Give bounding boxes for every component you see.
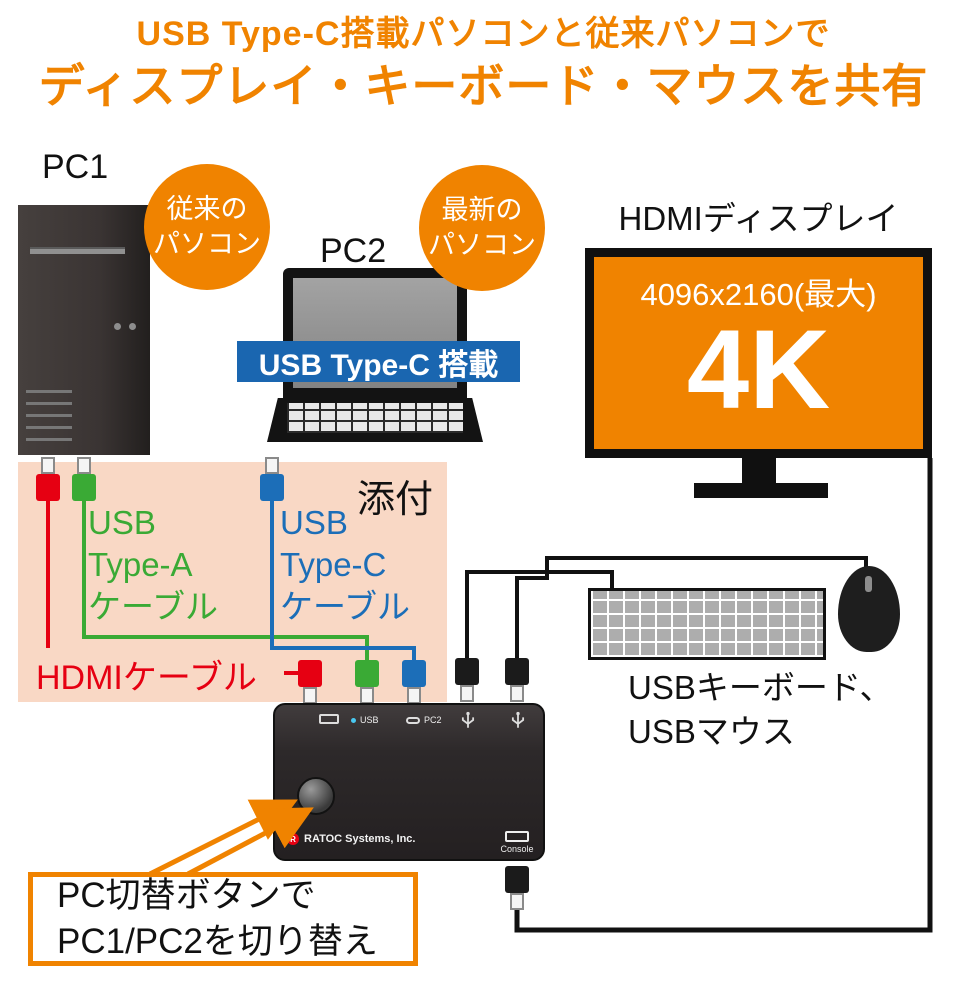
usb-mouse bbox=[838, 566, 900, 652]
display-hdmi-plug bbox=[505, 866, 529, 910]
badge-conventional-pc: 従来の パソコン bbox=[144, 164, 270, 290]
plug-tip bbox=[360, 687, 374, 704]
usb-type-c-banner: USB Type-C 搭載 bbox=[237, 341, 520, 382]
usb-keyboard bbox=[588, 588, 826, 660]
monitor-base bbox=[694, 483, 828, 498]
usb-symbol-icon-2 bbox=[511, 711, 525, 728]
pc2-port-label: PC2 bbox=[424, 715, 442, 725]
header-line1: USB Type-C搭載パソコンと従来パソコンで bbox=[136, 15, 831, 53]
keyboard-usb-plug bbox=[455, 658, 479, 702]
callout-arrow-1 bbox=[148, 799, 298, 877]
usb-type-a-cable-label: USB Type-A ケーブル bbox=[88, 504, 219, 626]
usb-a-plug-top bbox=[72, 457, 96, 501]
plug-tip bbox=[510, 685, 524, 702]
plug-tip bbox=[41, 457, 55, 474]
usb-port-label: USB bbox=[360, 715, 379, 725]
laptop-keys bbox=[287, 403, 463, 433]
plug-body bbox=[298, 660, 322, 687]
plug-tip bbox=[77, 457, 91, 474]
hdmi-plug-top bbox=[36, 457, 60, 501]
tower-button-icon-2 bbox=[129, 323, 136, 330]
usb-symbol-icon bbox=[461, 711, 475, 728]
pc-switch-button bbox=[297, 777, 335, 815]
brand-text: R RATOC Systems, Inc. bbox=[287, 833, 415, 845]
brand-name: RATOC Systems, Inc. bbox=[304, 833, 416, 845]
hdmi-in-port-icon bbox=[319, 714, 339, 724]
status-led-icon bbox=[351, 718, 356, 723]
console-port-icon bbox=[505, 831, 529, 842]
hdmi-display: 4096x2160(最大) 4K bbox=[585, 248, 932, 458]
plug-body bbox=[260, 474, 284, 501]
hdmi-cable-label: HDMIケーブル bbox=[36, 659, 257, 697]
plug-tip bbox=[510, 893, 524, 910]
display-label: HDMIディスプレイ bbox=[618, 200, 899, 237]
monitor-stand bbox=[742, 458, 776, 484]
pc1-label: PC1 bbox=[42, 148, 109, 186]
console-port-label: Console bbox=[500, 844, 534, 854]
mouse-usb-plug bbox=[505, 658, 529, 702]
tower-drive-slot bbox=[30, 247, 125, 254]
tower-button-icon bbox=[114, 323, 121, 330]
display-resolution: 4096x2160(最大) bbox=[640, 277, 877, 312]
callout-line1: PC切替ボタンで bbox=[57, 875, 316, 915]
plug-body bbox=[505, 658, 529, 685]
usb-c-plug-bottom bbox=[402, 660, 426, 704]
usb-c-plug-top bbox=[260, 457, 284, 501]
tower-vents bbox=[26, 381, 72, 441]
peripherals-label: USBキーボード、 USBマウス bbox=[628, 669, 893, 750]
pc2-label: PC2 bbox=[320, 232, 387, 270]
plug-tip bbox=[460, 685, 474, 702]
hdmi-plug-bottom bbox=[298, 660, 322, 704]
usb-type-c-cable-label: USB Type-C ケーブル bbox=[280, 504, 411, 626]
plug-body bbox=[36, 474, 60, 501]
mouse-wheel-icon bbox=[865, 576, 872, 592]
pc1-tower bbox=[18, 205, 150, 455]
plug-tip bbox=[303, 687, 317, 704]
usb-c-port-icon bbox=[406, 717, 420, 724]
display-4k-mark: 4K bbox=[686, 307, 831, 432]
plug-body bbox=[505, 866, 529, 893]
callout-line2: PC1/PC2を切り替え bbox=[57, 922, 378, 961]
usb-a-plug-bottom bbox=[355, 660, 379, 704]
callout-box: PC切替ボタンで PC1/PC2を切り替え bbox=[28, 872, 418, 966]
header-line2: ディスプレイ・キーボード・マウスを共有 bbox=[38, 60, 929, 112]
plug-body bbox=[355, 660, 379, 687]
kvm-switch: USB PC2 Console R RATOC Systems, Inc. bbox=[273, 703, 545, 861]
plug-body bbox=[455, 658, 479, 685]
plug-body bbox=[72, 474, 96, 501]
badge-latest-pc: 最新の パソコン bbox=[419, 165, 545, 291]
ratoc-logo-icon: R bbox=[287, 833, 299, 845]
plug-tip bbox=[265, 457, 279, 474]
plug-body bbox=[402, 660, 426, 687]
plug-tip bbox=[407, 687, 421, 704]
